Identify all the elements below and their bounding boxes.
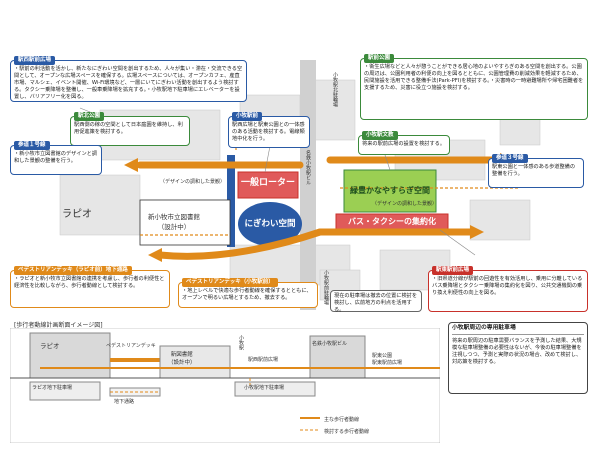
callout-parking-note: 現在の駐車場は撤去の位置に検討を検討し、広前地方の利点を活用する。 bbox=[330, 290, 422, 314]
callout-east-station-text: ・旧県道分線が駅前の回遊性を有効活用し、乗用に分離しているバス乗降場とタクシー乗… bbox=[432, 276, 583, 297]
callout-komaki-plaza: 小牧駅前 駅西広場と駅東公園との一体感のある活動を検討する。電線類地中化を行う。 bbox=[228, 112, 310, 148]
design-label-2: （デザインの調和した景観） bbox=[372, 201, 438, 207]
callout-station-park: 駅前公園 ・衛生広場などと人々が憩うことができる居心地のよいやすらぎのある空間を… bbox=[360, 54, 588, 120]
callout-deck-komaki-title: ペデストリアンデッキ（小牧駅前） bbox=[182, 278, 278, 288]
callout-sando1-title: 参道１号線 bbox=[14, 141, 50, 151]
legend-main: 主な歩行者動線 bbox=[324, 417, 360, 423]
section-deck: ペデストリアンデッキ bbox=[106, 343, 156, 349]
callout-north-park: 駅北公園 駅西側の稼の空間として日本庭園を維持し、利用促進策を検討する。 bbox=[70, 112, 190, 146]
callout-sando1-text: ・新小牧市立図書館のデザインと調和した景観の整備を行う。 bbox=[14, 151, 98, 165]
callout-station-park-text: ・衛生広場などと人々が憩うことができる居心地のよいやすらぎのある空間を創出する。… bbox=[364, 64, 584, 92]
blue-deck-bar bbox=[227, 155, 235, 247]
callout-parking-title: 小牧駅周辺の専用駐車場 bbox=[452, 325, 584, 335]
legend-sub: 検討する歩行者動線 bbox=[324, 429, 370, 435]
callout-deck-rapio-title: ペデストリアンデッキ（ラピオ前）地下通路 bbox=[14, 266, 132, 276]
callout-west-plaza-text: ・駅前の利活動を活かし、新たなにぎわい空間を創出するため、人々が集い・滞在・交流… bbox=[14, 66, 243, 101]
section-library: 新図書館 （設計中） bbox=[168, 352, 196, 366]
section-diagram bbox=[10, 328, 440, 443]
callout-sando1: 参道１号線 ・新小牧市立図書館のデザインと調和した景観の整備を行う。 bbox=[10, 141, 102, 175]
section-station-bldg: 名鉄小牧駅ビル bbox=[312, 341, 348, 347]
north-bike-parking-label: 小牧駅北駐輪場 bbox=[332, 72, 338, 107]
callout-komaki-plaza-text: 駅西広場と駅東公園との一体感のある活動を検討する。電線類地中化を行う。 bbox=[232, 122, 305, 143]
callout-deck-rapio-text: ・ラピオと新小牧市立図書館の連携を考慮し、歩行者の利便性と経済性を比較しながら、… bbox=[14, 276, 165, 290]
callout-station-park-title: 駅前公園 bbox=[364, 54, 395, 64]
section-west-plaza: 駅西駅前広場 bbox=[248, 357, 279, 363]
callout-bunkyo-title: 小牧駅文教 bbox=[362, 131, 398, 141]
callout-west-plaza: 駅西駅前広場 ・駅前の利活動を活かし、新たなにぎわい空間を創出するため、人々が集… bbox=[10, 56, 247, 102]
callout-bunkyo: 小牧駅文教 将来の駅前広場の設置を検討する。 bbox=[358, 131, 450, 155]
callout-east-station-title: 駅東駅前広場 bbox=[432, 266, 474, 276]
section-komaki-station: 小牧駅 bbox=[238, 335, 244, 350]
station-building-label: 名鉄小牧駅ビル bbox=[305, 150, 311, 185]
section-title: [歩行者動線計画断面イメージ図] bbox=[14, 322, 103, 329]
callout-east-station: 駅東駅前広場 ・旧県道分線が駅前の回遊性を有効活用し、乗用に分離しているバス乗降… bbox=[428, 266, 588, 312]
callout-parking-note-text: 現在の駐車場は撤去の位置に検討を検討し、広前地方の利点を活用する。 bbox=[334, 293, 418, 314]
green-label: 緑豊かなやすらぎ空間 bbox=[350, 186, 430, 195]
library-label: 新小牧市立図書館 （設計中） bbox=[148, 213, 200, 232]
bus-label: バス・タクシーの集約化 bbox=[348, 217, 436, 226]
nigiwai-oval bbox=[238, 202, 302, 246]
callout-parking-text: 将来の駅周辺の駐車需要バランスを予測した結果、大規模な駐車場整備の必要性はないが… bbox=[452, 337, 582, 365]
callout-bunkyo-text: 将来の駅前広場の設置を検討する。 bbox=[362, 141, 446, 147]
callout-komaki-plaza-title: 小牧駅前 bbox=[232, 112, 263, 122]
section-east-plaza: 駅東公園 駅東駅前広場 bbox=[372, 353, 403, 366]
front-bike-parking-label: 小牧駅前駐輪場 bbox=[323, 270, 329, 305]
callout-north-park-text: 駅西側の稼の空間として日本庭園を維持し、利用促進策を検討する。 bbox=[74, 122, 183, 136]
callout-deck-komaki-text: ・地上レベルで快適な歩行者動線を確保するとともに、オープンで明るい広場とするため… bbox=[182, 288, 312, 302]
callout-north-park-title: 駅北公園 bbox=[74, 112, 105, 122]
section-rapio-parking: ラピオ地下駐車場 bbox=[32, 385, 73, 391]
library-building bbox=[139, 199, 231, 246]
rotary-block bbox=[237, 171, 299, 199]
section-underpass: 地下通路 bbox=[114, 399, 135, 405]
rapio-label: ラピオ bbox=[62, 209, 92, 220]
callout-sando3-title: 参道３号線 bbox=[492, 154, 528, 164]
design-label-1: （デザインの調和した景観） bbox=[160, 179, 226, 185]
callout-deck-rapio: ペデストリアンデッキ（ラピオ前）地下通路 ・ラピオと新小牧市立図書館の連携を考慮… bbox=[10, 266, 170, 308]
orange-arrow-bottom bbox=[156, 228, 324, 260]
rotary-label: 一般ローター bbox=[240, 178, 295, 188]
callout-sando3-text: 駅東公園と一体感のある歩道整備の整備を行う。 bbox=[492, 164, 576, 178]
section-komaki-parking: 小牧駅地下駐車場 bbox=[244, 385, 285, 391]
callout-west-plaza-title: 駅西駅前広場 bbox=[14, 56, 56, 66]
callout-sando3: 参道３号線 駅東公園と一体感のある歩道整備の整備を行う。 bbox=[488, 154, 584, 188]
green-area bbox=[343, 169, 437, 213]
callout-parking: 小牧駅周辺の専用駐車場 将来の駅周辺の駐車需要バランスを予測した結果、大規模な駐… bbox=[448, 322, 588, 394]
section-rapio: ラピオ bbox=[40, 342, 60, 350]
callout-deck-komaki: ペデストリアンデッキ（小牧駅前） ・地上レベルで快適な歩行者動線を確保するととも… bbox=[178, 278, 318, 308]
nigiwai-label: にぎわい空間 bbox=[244, 219, 296, 229]
